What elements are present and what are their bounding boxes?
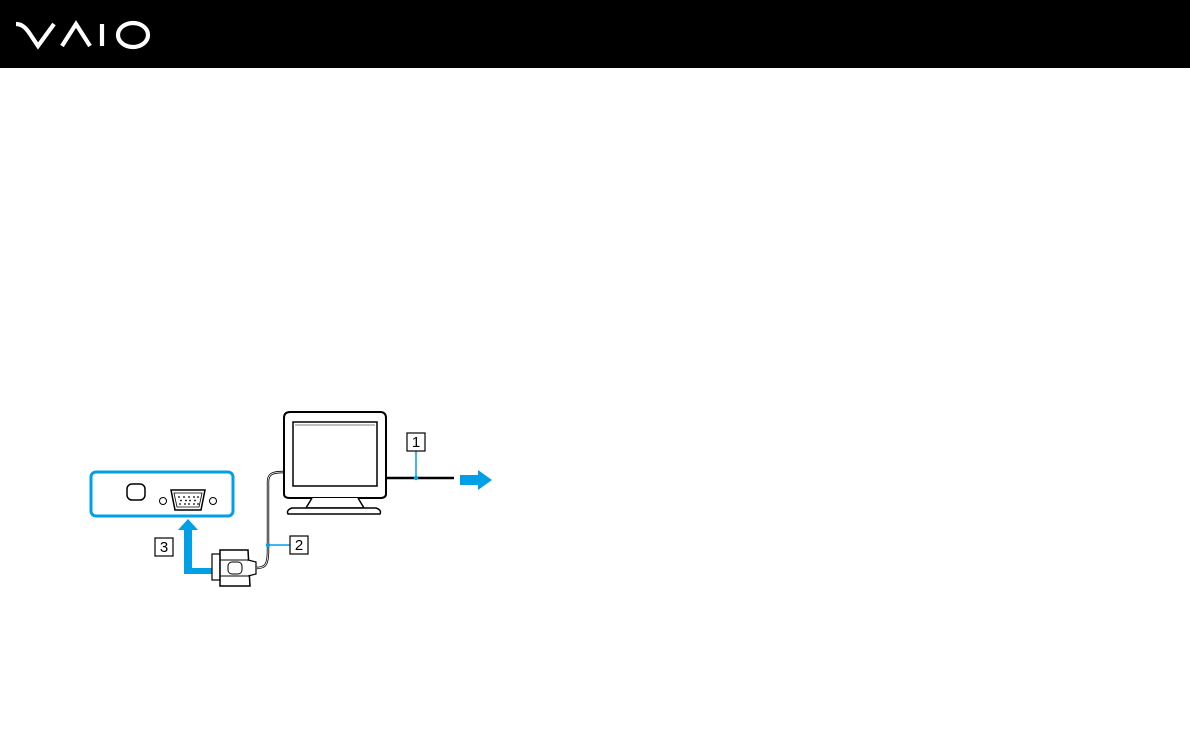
callout-2: 2 [266, 536, 308, 554]
arrow-right-icon [460, 470, 492, 490]
callout-1: 1 [407, 433, 425, 480]
callout-label-1: 1 [412, 434, 420, 451]
computer-port-panel-icon [91, 472, 233, 516]
vaio-logo-icon [14, 18, 152, 50]
vga-connector-icon [212, 550, 256, 586]
arrow-up-icon [178, 519, 217, 574]
callout-label-3: 3 [160, 539, 168, 556]
monitor-icon [284, 412, 386, 514]
header-bar [0, 0, 1190, 68]
callout-label-2: 2 [295, 537, 303, 554]
callout-3: 3 [155, 538, 173, 556]
connection-diagram: 1 2 3 [80, 400, 510, 600]
